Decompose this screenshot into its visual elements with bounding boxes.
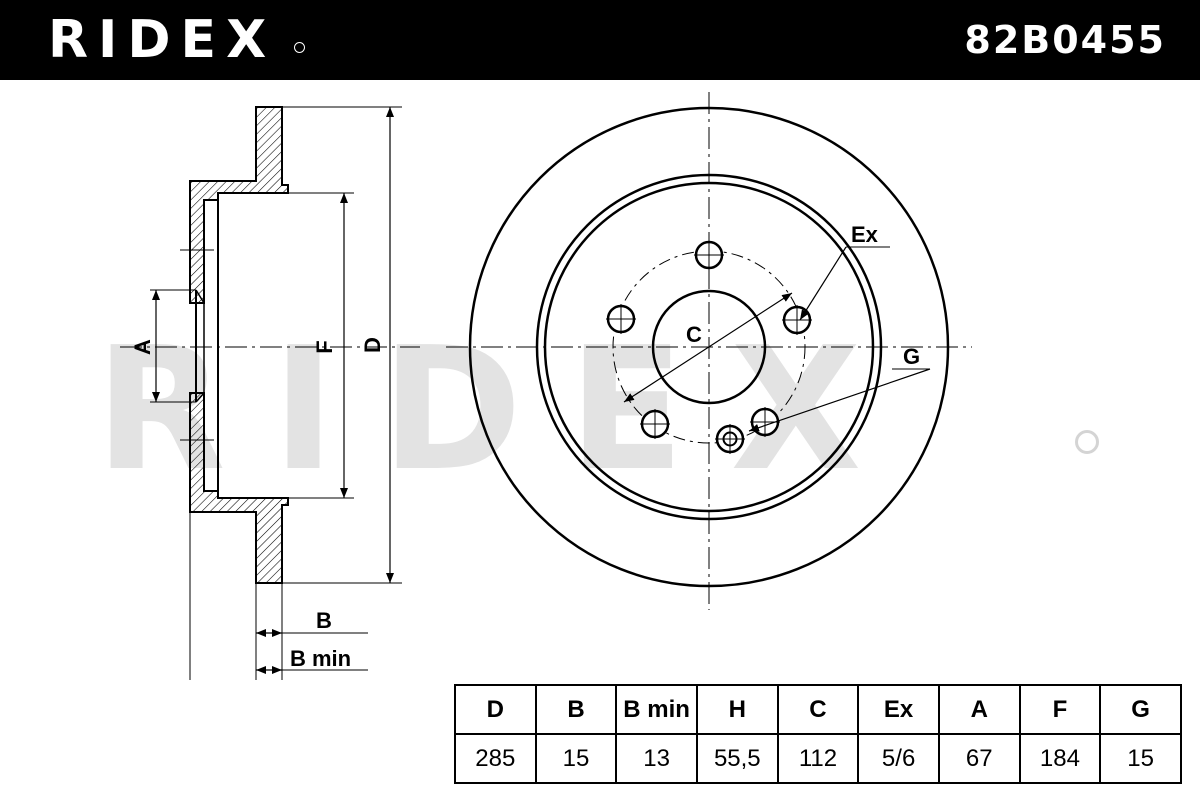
spec-header: B [534, 684, 618, 735]
label-Ex: Ex [851, 222, 879, 247]
label-D: D [360, 337, 385, 353]
specs-header-row: D B B min H C Ex A F G [454, 684, 1182, 735]
leader-G [748, 368, 931, 432]
label-F: F [312, 340, 337, 353]
spec-value: 112 [776, 733, 860, 784]
side-view: A F D B B min H [120, 106, 420, 680]
brand-logo: RIDEX [48, 10, 277, 70]
spec-value: 15 [534, 733, 618, 784]
registered-mark-icon [294, 42, 305, 53]
label-C: C [686, 322, 702, 347]
watermark-registered-icon [1075, 430, 1099, 454]
header-bar: RIDEX 82B0455 [0, 0, 1200, 80]
spec-header: C [776, 684, 860, 735]
spec-header: A [937, 684, 1021, 735]
spec-header: B min [615, 684, 698, 735]
label-B-min: B min [290, 646, 351, 671]
specs-table: D B B min H C Ex A F G 285 15 13 55,5 11… [454, 684, 1182, 784]
spec-header: F [1018, 684, 1102, 735]
spec-header: Ex [857, 684, 940, 735]
part-number: 82B0455 [964, 18, 1166, 62]
dim-line-C [623, 292, 793, 403]
label-G: G [903, 344, 920, 369]
spec-value: 55,5 [695, 733, 779, 784]
label-B: B [316, 608, 332, 633]
front-view: C Ex G [446, 92, 972, 610]
specs-value-row: 285 15 13 55,5 112 5/6 67 184 15 [454, 733, 1182, 784]
spec-value: 67 [937, 733, 1021, 784]
technical-drawing: A F D B B min H [120, 92, 972, 680]
label-A: A [130, 339, 155, 355]
leader-Ex [799, 246, 847, 321]
spec-header: H [695, 684, 779, 735]
spec-value: 184 [1018, 733, 1102, 784]
spec-value: 15 [1099, 733, 1182, 784]
spec-value: 13 [615, 733, 698, 784]
spec-header: G [1099, 684, 1182, 735]
spec-header: D [454, 684, 537, 735]
spec-value: 5/6 [857, 733, 940, 784]
spec-value: 285 [454, 733, 537, 784]
